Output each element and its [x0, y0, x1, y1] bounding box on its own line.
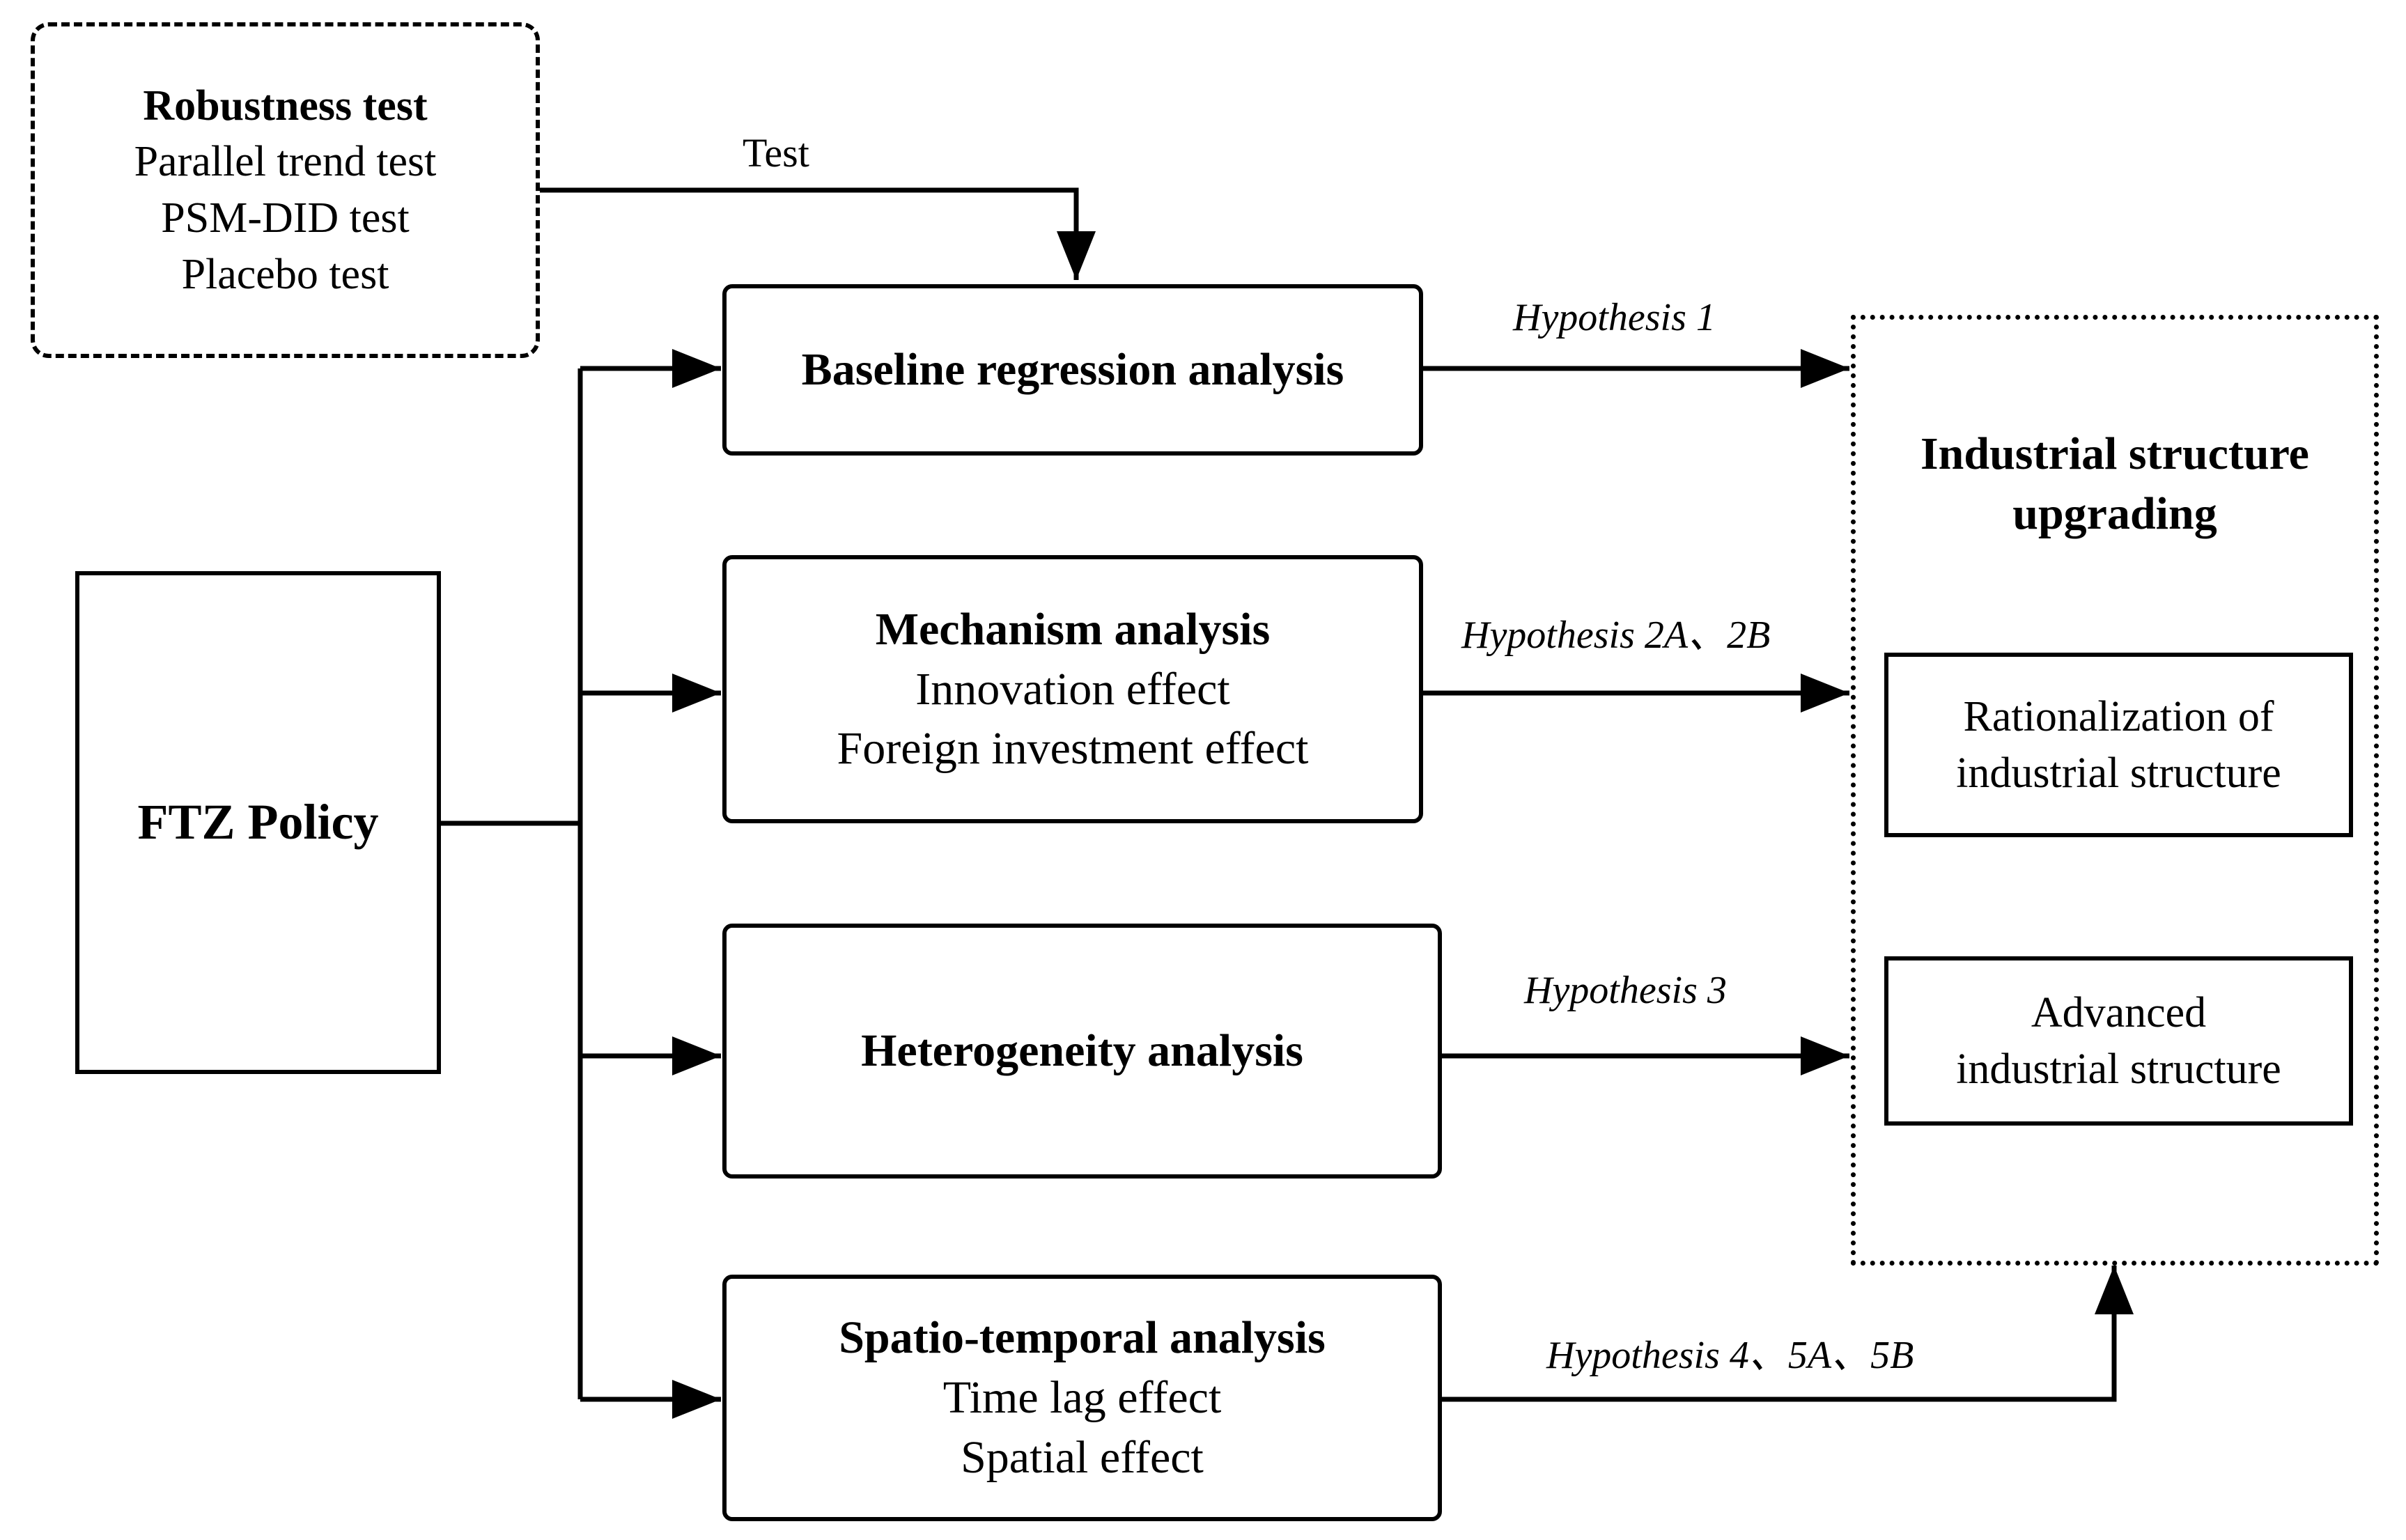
baseline-title: Baseline regression analysis	[801, 344, 1344, 396]
hypothesis-1-label: Hypothesis 1	[1513, 296, 1716, 339]
psm-did-item: PSM-DID test	[161, 194, 410, 242]
foreign-investment-item: Foreign investment effect	[837, 723, 1309, 775]
hypothesis-3-label: Hypothesis 3	[1524, 969, 1727, 1012]
time-lag-item: Time lag effect	[942, 1372, 1222, 1424]
upgrading-title-line1: Industrial structure	[1920, 428, 2309, 479]
test-label: Test	[743, 130, 809, 176]
rationalization-line2: industrial structure	[1956, 749, 2281, 797]
baseline-regression-box: Baseline regression analysis	[722, 284, 1423, 456]
test-connector	[538, 187, 1096, 280]
hypothesis-2-label: Hypothesis 2A、2B	[1461, 614, 1771, 657]
ftz-policy-box: FTZ Policy	[75, 571, 441, 1074]
heterogeneity-analysis-box: Heterogeneity analysis	[722, 924, 1442, 1179]
mechanism-title: Mechanism analysis	[875, 603, 1271, 655]
rationalization-line1: Rationalization of	[1963, 692, 2274, 740]
spatiotemporal-analysis-box: Spatio-temporal analysis Time lag effect…	[722, 1275, 1442, 1521]
spatial-effect-item: Spatial effect	[961, 1431, 1204, 1483]
robustness-test-box: Robustness test Parallel trend test PSM-…	[31, 22, 540, 358]
parallel-trend-item: Parallel trend test	[134, 138, 437, 186]
robustness-title: Robustness test	[143, 81, 428, 130]
spatiotemporal-title: Spatio-temporal analysis	[839, 1312, 1326, 1364]
advanced-structure-box: Advanced industrial structure	[1884, 956, 2353, 1126]
placebo-item: Placebo test	[181, 250, 389, 298]
hypothesis-4-label: Hypothesis 4、5A、5B	[1546, 1334, 1914, 1377]
heterogeneity-title: Heterogeneity analysis	[861, 1025, 1303, 1077]
mechanism-analysis-box: Mechanism analysis Innovation effect For…	[722, 555, 1423, 823]
innovation-effect-item: Innovation effect	[915, 663, 1230, 715]
advanced-line1: Advanced	[2031, 988, 2207, 1036]
ftz-policy-title: FTZ Policy	[137, 794, 379, 850]
h4-arrow	[1442, 1266, 2134, 1402]
rationalization-box: Rationalization of industrial structure	[1884, 653, 2353, 837]
upgrading-title-line2: upgrading	[2012, 488, 2217, 539]
advanced-line2: industrial structure	[1956, 1045, 2281, 1093]
